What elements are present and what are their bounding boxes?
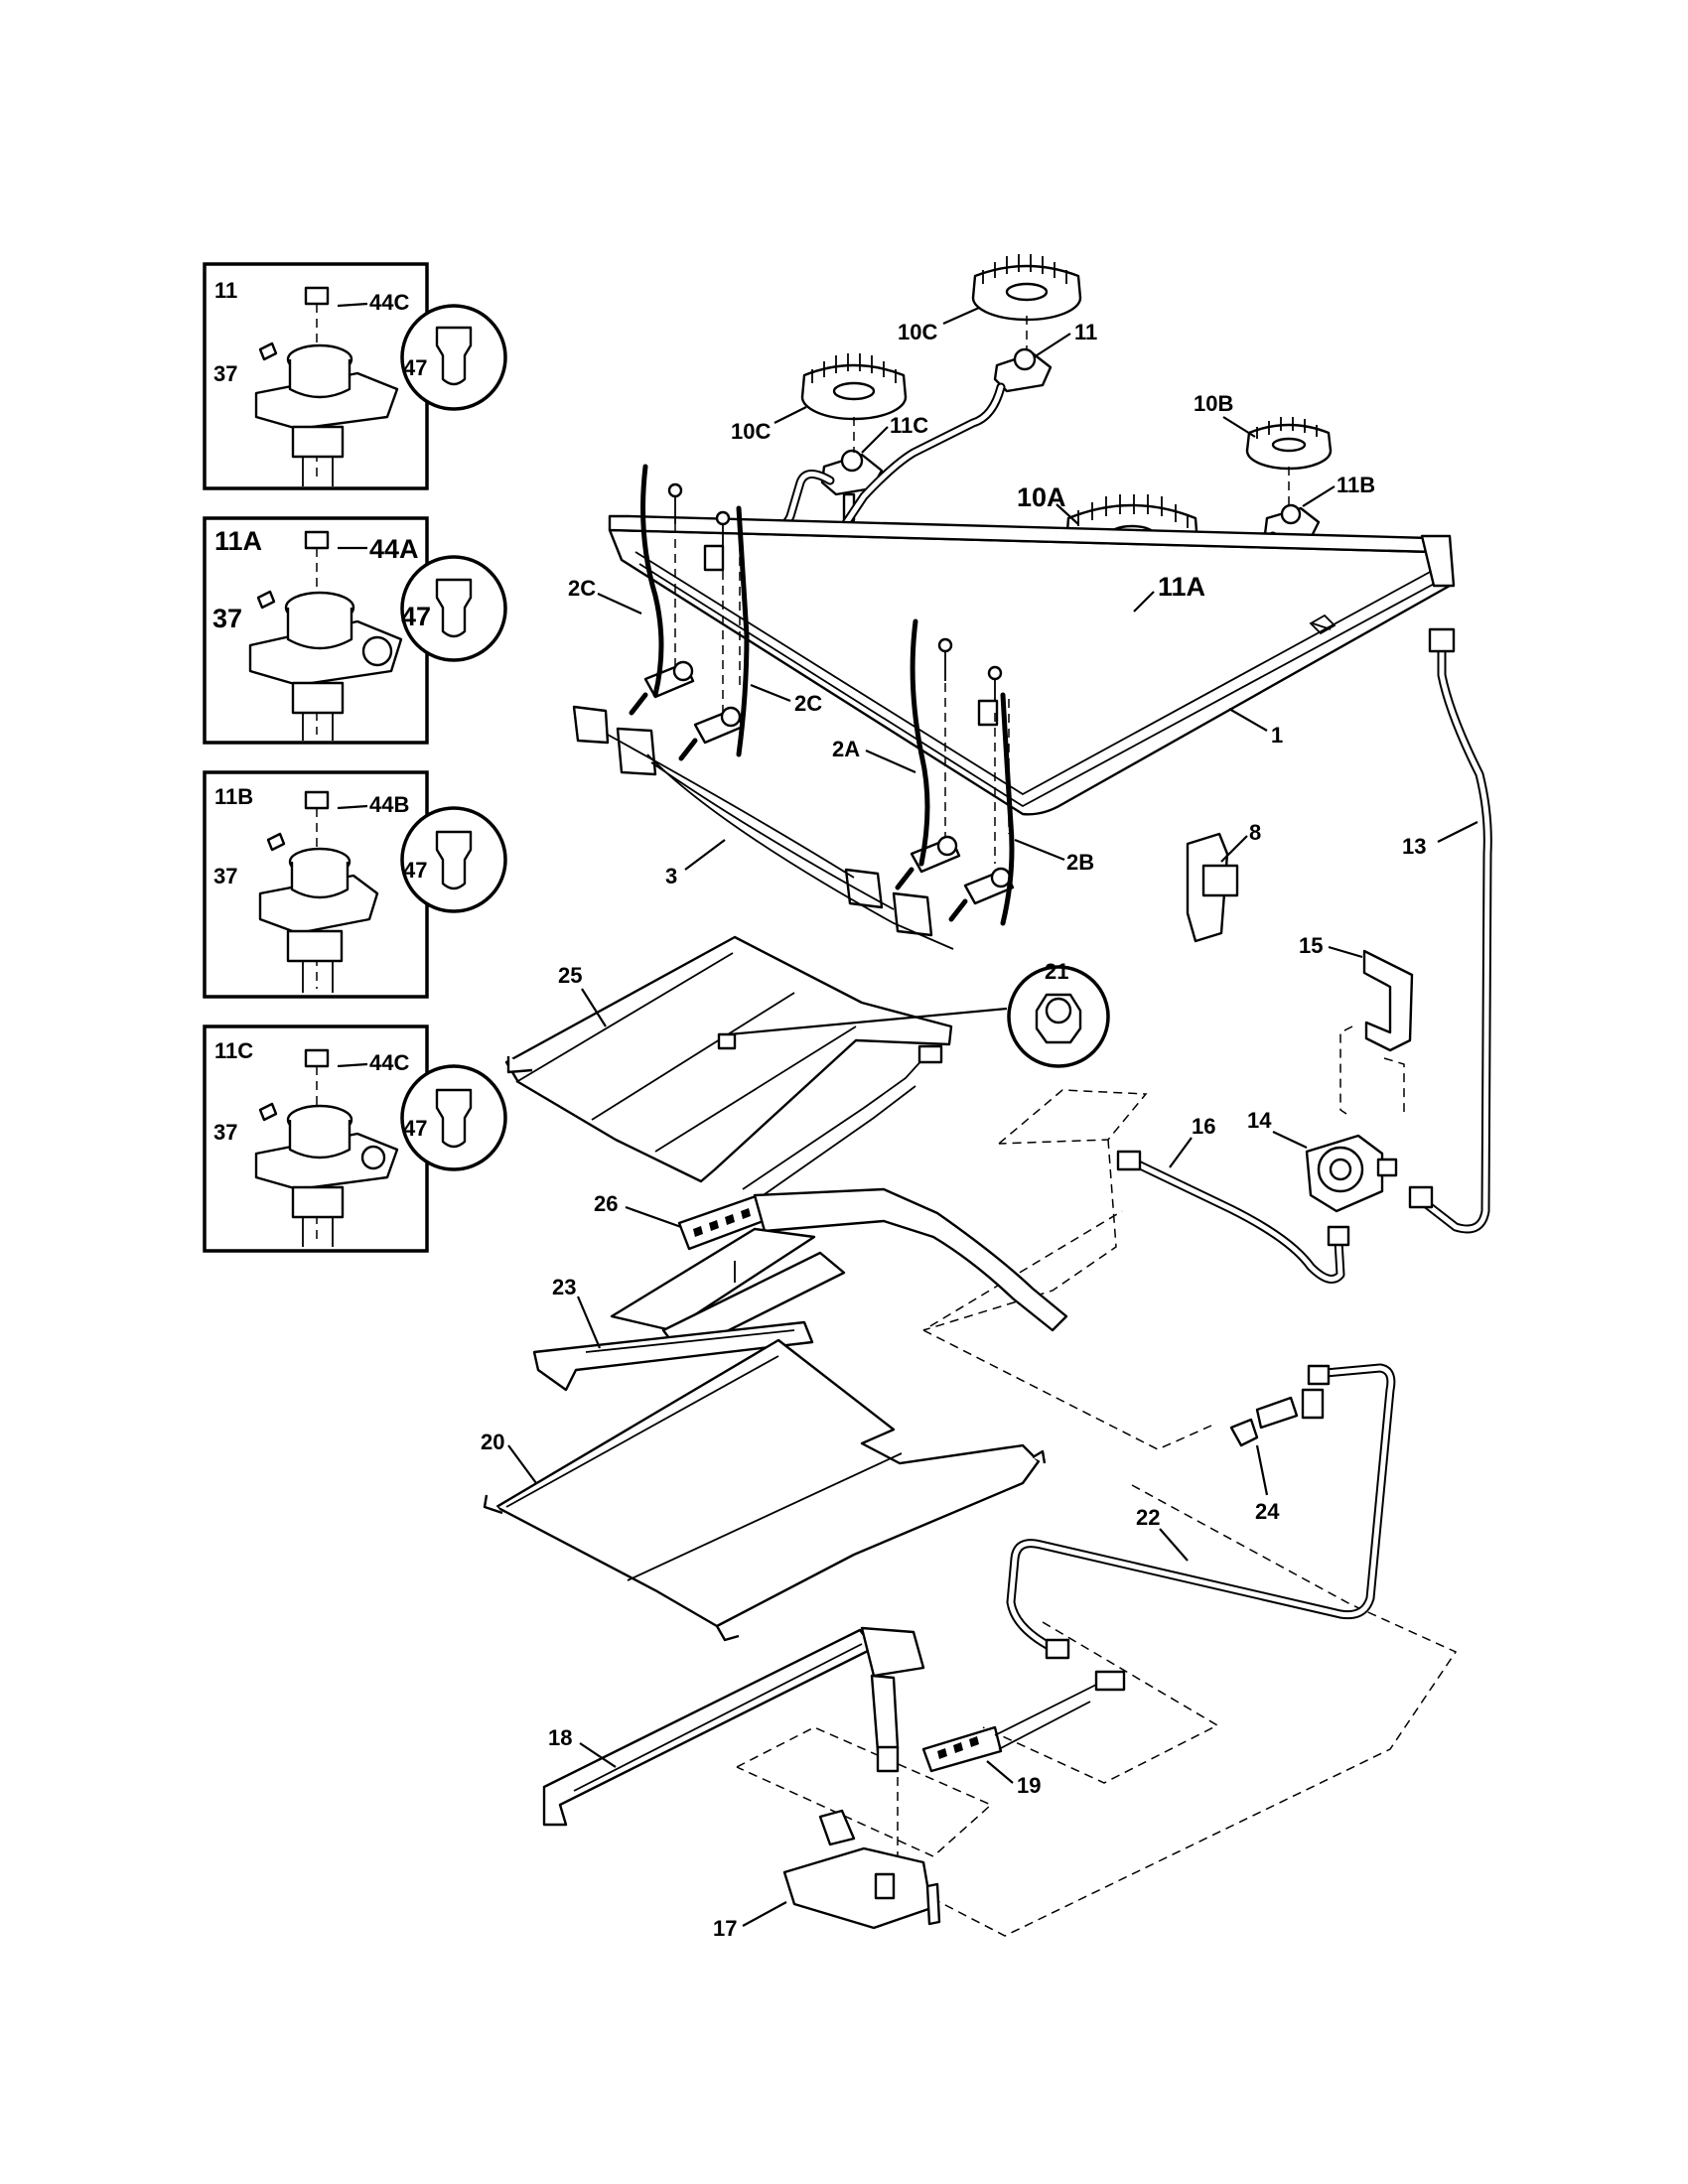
- bolt-icon: [258, 341, 278, 361]
- callout-24: 24: [1255, 1499, 1280, 1524]
- screw-label: 44C: [369, 1050, 409, 1075]
- bolt-icon: [266, 832, 286, 852]
- tube-16: [1116, 1150, 1350, 1284]
- callout-14: 14: [1247, 1108, 1272, 1133]
- heat-shield-25: [504, 935, 953, 1183]
- bolt-label: 37: [212, 604, 242, 633]
- callout-11b: 11B: [1336, 473, 1375, 497]
- screw-label: 44B: [369, 792, 409, 817]
- orifice-24: [1229, 1388, 1325, 1447]
- safety-valve-17: [782, 1809, 941, 1930]
- callout-20: 20: [481, 1430, 504, 1454]
- callout-26: 26: [594, 1191, 618, 1216]
- orifice-label: 47: [403, 355, 427, 380]
- burner-cap-10c-left: [800, 353, 908, 421]
- bolt-label: 37: [213, 864, 237, 888]
- bake-burner-tube: [610, 1187, 1068, 1356]
- inset-11a: 11A 44A 37 47: [203, 516, 507, 745]
- callout-15: 15: [1299, 933, 1323, 958]
- callout-3: 3: [665, 864, 677, 888]
- bolt-icon: [258, 1102, 278, 1122]
- callout-11-top: 11: [1074, 320, 1097, 344]
- callout-17: 17: [713, 1916, 737, 1941]
- callout-2b: 2B: [1066, 850, 1094, 875]
- heat-shield-20: [483, 1338, 1047, 1642]
- orifice-label: 47: [403, 1116, 427, 1141]
- callout-8: 8: [1249, 820, 1261, 845]
- bolt-icon: [256, 590, 276, 610]
- callout-16: 16: [1192, 1114, 1215, 1139]
- regulator-14: [1305, 1134, 1398, 1213]
- screw-label: 44A: [369, 534, 419, 564]
- callout-2a: 2A: [832, 737, 860, 761]
- tube-13: [1408, 627, 1492, 1234]
- burner-18: [542, 1626, 925, 1827]
- part-8: [1186, 832, 1239, 943]
- inset-title: 11C: [214, 1038, 253, 1063]
- screw-icon: [304, 790, 330, 810]
- inset-title: 11: [214, 278, 237, 303]
- callout-25: 25: [558, 963, 582, 988]
- callout-19: 19: [1017, 1773, 1041, 1798]
- bolt-label: 37: [213, 1120, 237, 1145]
- nut-21: [728, 965, 1110, 1068]
- bolt-label: 37: [213, 361, 237, 386]
- orifice-icon: [435, 1088, 473, 1149]
- callout-10c-top: 10C: [898, 320, 937, 344]
- burner-23: [532, 1320, 814, 1392]
- screw-label: 44C: [369, 290, 409, 315]
- callouts: 10C 11 10C 11C 10B 11B 10A 11A 2C 2C 2A …: [481, 306, 1478, 1941]
- manifold-1: [608, 514, 1456, 816]
- spark-wires: [640, 464, 1015, 926]
- gas-valves: [629, 660, 1015, 922]
- inset-11c: 11C 44C 37 47: [203, 1024, 507, 1253]
- callout-18: 18: [548, 1725, 572, 1750]
- screw-icon: [304, 286, 330, 306]
- orifice-icon: [435, 830, 473, 890]
- callout-1: 1: [1271, 723, 1283, 748]
- burner-cap-10b: [1245, 417, 1333, 471]
- screw-icon: [304, 1048, 330, 1068]
- callout-13: 13: [1402, 834, 1426, 859]
- wire-rail-3: [572, 705, 954, 950]
- inset-title: 11A: [214, 526, 262, 556]
- inset-11b: 11B 44B 37 47: [203, 770, 507, 999]
- orifice-icon: [435, 326, 473, 386]
- callout-2c-left: 2C: [568, 576, 596, 601]
- orifice-icon: [435, 578, 473, 638]
- callout-21: 21: [1045, 959, 1068, 984]
- valve-screws: [667, 482, 1003, 707]
- inset-11: 11 44C 37 47: [203, 262, 507, 490]
- inset-title: 11B: [214, 784, 253, 809]
- orifice-label: 47: [401, 602, 431, 631]
- tube-22: [1006, 1363, 1396, 1660]
- bracket-15: [1362, 949, 1414, 1052]
- callout-10c-left: 10C: [731, 419, 771, 444]
- callout-22: 22: [1136, 1505, 1160, 1530]
- igniter-19: [921, 1670, 1126, 1773]
- callout-2c-right: 2C: [794, 691, 822, 716]
- callout-11c: 11C: [890, 413, 928, 438]
- orifice-label: 47: [403, 858, 427, 883]
- callout-11a: 11A: [1158, 572, 1205, 602]
- screw-icon: [304, 530, 330, 550]
- callout-10a: 10A: [1017, 482, 1066, 512]
- callout-10b: 10B: [1194, 391, 1233, 416]
- callout-23: 23: [552, 1275, 576, 1299]
